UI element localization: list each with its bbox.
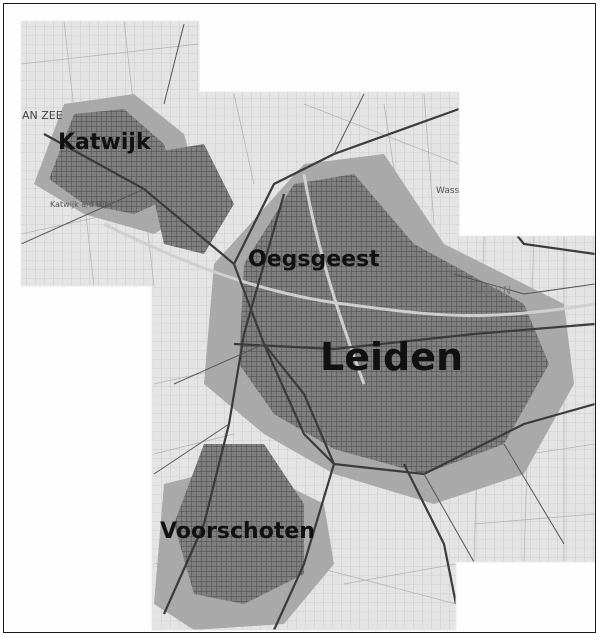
city-label-leiden: Leiden — [320, 335, 464, 379]
waterways — [103, 173, 595, 385]
city-label-voorschoten: Voorschoten — [160, 519, 315, 544]
topographic-map — [20, 20, 595, 631]
map-frame: AN ZEE Katwijk a/d Rijn LEIDEN Wass Katw… — [3, 3, 596, 633]
label-katwijk-rijn: Katwijk a/d Rijn — [50, 200, 112, 209]
city-label-katwijk: Katwijk — [58, 130, 151, 155]
map-sheet-outline — [20, 20, 595, 631]
label-wass: Wass — [436, 186, 460, 196]
label-an-zee: AN ZEE — [22, 109, 63, 122]
city-label-oegstgeest: Oegsgeest — [248, 247, 380, 272]
minor-roads — [21, 23, 595, 563]
urban-areas — [49, 109, 549, 604]
label-leiden-caps: LEIDEN — [466, 284, 512, 297]
